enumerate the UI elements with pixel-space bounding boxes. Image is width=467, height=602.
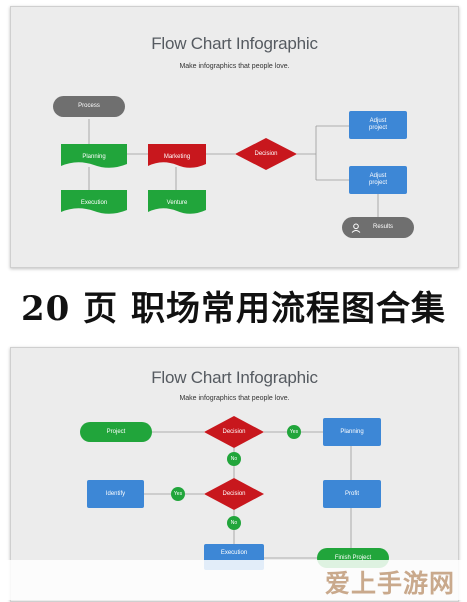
slide-subtitle: Make infographics that people love. xyxy=(179,395,290,402)
connector-lines xyxy=(144,431,352,559)
flowchart-slide-2: Flow Chart Infographic Make infographics… xyxy=(10,347,459,602)
connector-lines xyxy=(88,119,379,217)
decision-node-1: Decision xyxy=(204,416,264,448)
profit-node: Profit xyxy=(323,480,381,508)
planning-label: Planning xyxy=(340,428,364,435)
project-label: Project xyxy=(106,428,126,435)
profit-label: Profit xyxy=(344,490,359,497)
marketing-label: Marketing xyxy=(163,153,191,160)
process-node: Process xyxy=(53,96,125,117)
results-node: Results xyxy=(342,217,414,238)
collection-banner-heading: 20 页 职场常用流程图合集 xyxy=(21,289,446,329)
slide-title: Flow Chart Infographic xyxy=(151,34,318,53)
yes-badge-1: Yes xyxy=(287,425,301,439)
yes-badge-2-label: Yes xyxy=(173,491,183,497)
planning-label: Planning xyxy=(82,153,106,160)
slide-subtitle: Make infographics that people love. xyxy=(179,63,290,70)
flowchart-slide-1: Flow Chart Infographic Make infographics… xyxy=(10,6,459,268)
identify-node: Identify xyxy=(87,480,144,508)
no-badge-1: No xyxy=(227,452,241,466)
decision-label-2: Decision xyxy=(222,491,246,497)
person-icon xyxy=(351,223,361,233)
execution-node: Execution xyxy=(61,190,127,216)
adjust-project-node-2: Adjust project xyxy=(349,166,407,194)
no-badge-1-label: No xyxy=(230,456,238,462)
adjust-project-label-1: Adjust project xyxy=(368,118,387,131)
no-badge-2-label: No xyxy=(230,520,238,526)
watermark-logo-text: 爱上手游网 xyxy=(324,569,455,598)
decision-label-1: Decision xyxy=(222,429,246,435)
decision-label: Decision xyxy=(254,151,278,157)
decision-node: Decision xyxy=(235,138,297,170)
execution-label: Execution xyxy=(80,199,108,206)
no-badge-2: No xyxy=(227,516,241,530)
venture-node: Venture xyxy=(148,190,206,216)
adjust-project-label-2: Adjust project xyxy=(368,173,387,186)
planning-node: Planning xyxy=(323,418,381,446)
slide-title: Flow Chart Infographic xyxy=(151,368,318,387)
planning-node: Planning xyxy=(61,144,127,170)
yes-badge-1-label: Yes xyxy=(289,429,299,435)
yes-badge-2: Yes xyxy=(171,487,185,501)
execution-label: Execution xyxy=(220,550,248,556)
finish-project-label: Finish Project xyxy=(334,554,372,561)
venture-label: Venture xyxy=(166,199,188,206)
project-node: Project xyxy=(80,422,152,442)
marketing-node: Marketing xyxy=(148,144,206,170)
watermark-strip: 爱上手游网 xyxy=(0,560,467,600)
results-label: Results xyxy=(372,224,393,230)
process-label: Process xyxy=(78,103,100,109)
identify-label: Identify xyxy=(105,490,126,497)
adjust-project-node-1: Adjust project xyxy=(349,111,407,139)
decision-node-2: Decision xyxy=(204,478,264,510)
